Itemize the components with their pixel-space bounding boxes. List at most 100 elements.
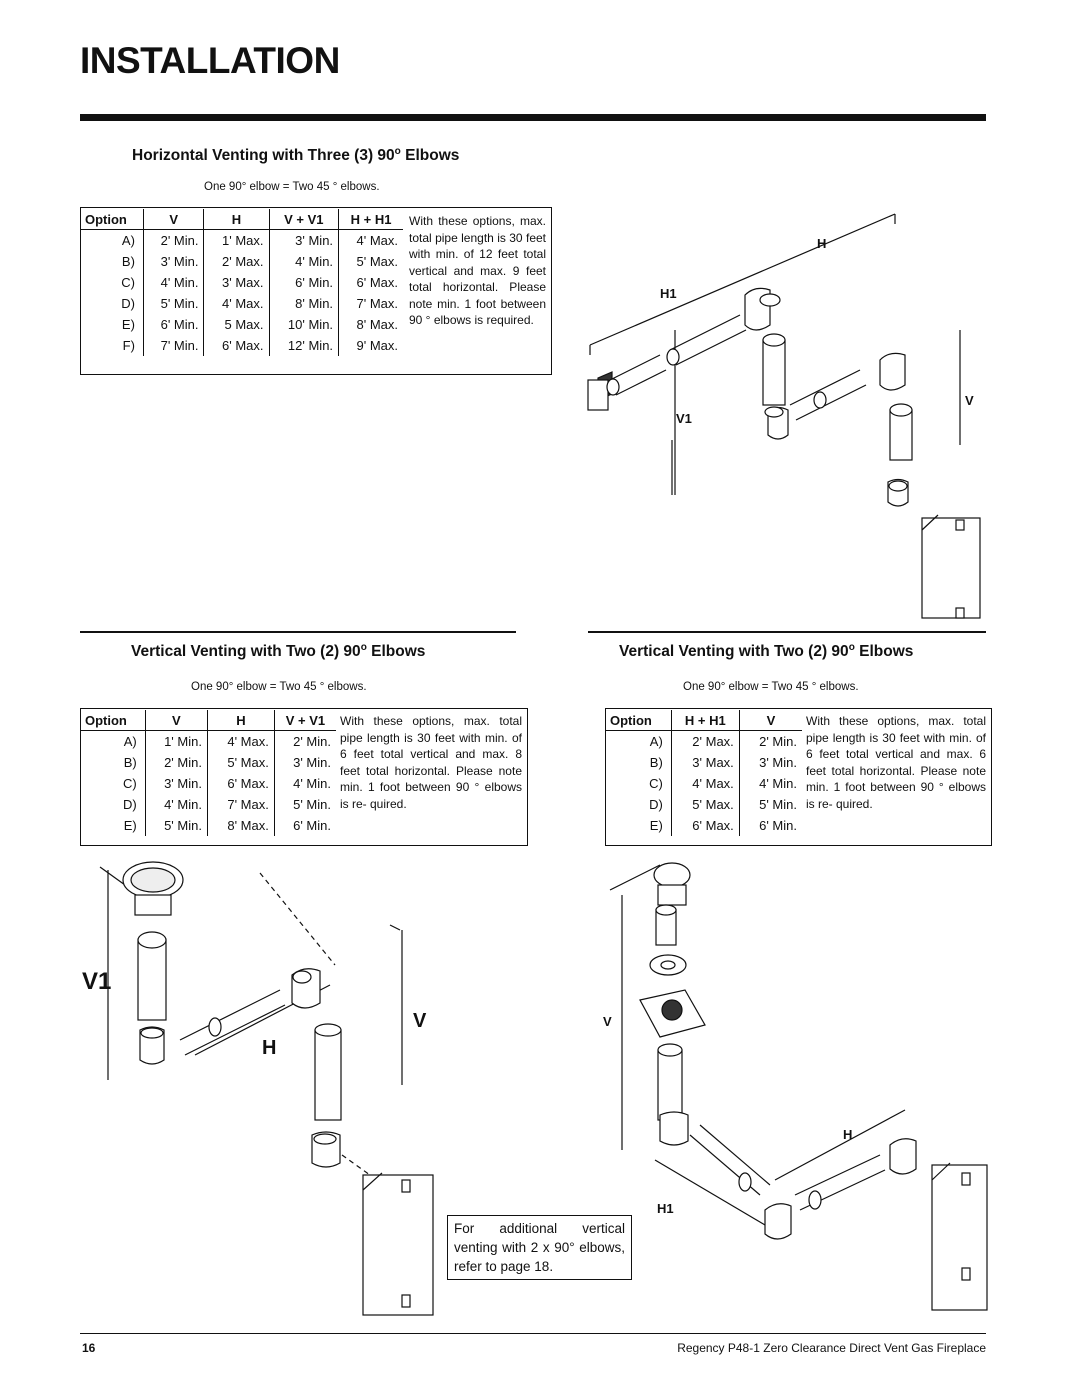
page-title: INSTALLATION bbox=[80, 40, 340, 81]
table-header-cell: H bbox=[207, 710, 275, 731]
table-row: D)5' Min.4' Max.8' Min. 7' Max. bbox=[81, 293, 403, 314]
table-cell: 2' Min. bbox=[143, 229, 205, 251]
table-row: D)5' Max. 5' Min. bbox=[606, 794, 802, 815]
table-cell: B) bbox=[81, 752, 146, 773]
table-cell: D) bbox=[606, 794, 672, 815]
table-cell: 2' Min. bbox=[145, 752, 208, 773]
table-cell: 12' Min. bbox=[269, 335, 340, 356]
table-cell: 2' Min. bbox=[293, 734, 331, 749]
section3-rule bbox=[588, 631, 986, 633]
section3-side-note: With these options, max. total pipe leng… bbox=[806, 714, 986, 811]
table-row: B)3' Max.3' Min. bbox=[606, 752, 802, 773]
table-header-cell: V + V1 bbox=[274, 710, 336, 731]
table-cell: E) bbox=[81, 314, 144, 335]
table-cell: 2' Max. bbox=[671, 730, 740, 752]
footer-rule bbox=[80, 1333, 986, 1334]
section2-rule bbox=[80, 631, 516, 633]
table-row: A)2' Max.2' Min. bbox=[606, 730, 802, 752]
section3-label-h1: H1 bbox=[657, 1201, 674, 1216]
table-cell: 5' Min. bbox=[293, 797, 331, 812]
table-cell: F) bbox=[81, 335, 144, 356]
section3-vent-diagram bbox=[609, 862, 988, 1311]
table-cell: 4' Min. bbox=[293, 776, 331, 791]
table-cell: 6' Min. bbox=[143, 314, 205, 335]
table-cell: 9' Max. bbox=[356, 338, 399, 353]
table-header-cell: Option bbox=[81, 209, 144, 230]
table-cell: 4' Min. bbox=[143, 272, 205, 293]
section3-table-box bbox=[605, 708, 992, 846]
section1-label-h: H bbox=[817, 236, 827, 251]
table-cell: 5' Min. bbox=[145, 815, 208, 836]
section1-title: Horizontal Venting with Three (3) 90o El… bbox=[132, 146, 460, 165]
table-cell: 2' Max. bbox=[203, 251, 270, 272]
table-row: D)4' Min.7' Max. 5' Min. bbox=[81, 794, 336, 815]
section1-side-note: With these options, max. total pipe leng… bbox=[409, 214, 546, 327]
table-cell: C) bbox=[81, 773, 146, 794]
table-header-cell: H + H1 bbox=[338, 209, 403, 230]
section2-label-h: H bbox=[262, 1037, 277, 1059]
table-cell: 4' Max. bbox=[356, 233, 399, 248]
section2-side-note: With these options, max. total pipe leng… bbox=[340, 714, 522, 811]
section3-elbow-note: One 90° elbow = Two 45 ° elbows. bbox=[683, 681, 859, 693]
section1-label-h1: H1 bbox=[660, 286, 677, 301]
table-cell: 5' Min. bbox=[759, 797, 797, 812]
section2-label-v1: V1 bbox=[82, 968, 112, 995]
table-cell: 7' Max. bbox=[356, 296, 399, 311]
table-cell: 5' Min. bbox=[143, 293, 205, 314]
table-header-cell: V + V1 bbox=[269, 209, 340, 230]
table-row: C)3' Min.6' Max.4' Min. bbox=[81, 773, 336, 794]
table-cell: 6' Max. bbox=[203, 335, 270, 356]
section2-table-box bbox=[80, 708, 528, 846]
table-row: C)4' Min.3' Max.6' Min.6' Max. bbox=[81, 272, 403, 293]
table-cell: D) bbox=[81, 293, 144, 314]
table-cell: C) bbox=[606, 773, 672, 794]
page-number: 16 bbox=[82, 1341, 96, 1355]
table-cell: 4' Min. bbox=[759, 776, 797, 791]
table-cell: 6' Min. bbox=[759, 818, 797, 833]
title-rule bbox=[80, 114, 986, 121]
table-header-cell: V bbox=[143, 209, 205, 230]
table-cell: 5' Max. bbox=[671, 794, 740, 815]
table-cell: 3' Min. bbox=[145, 773, 208, 794]
section2-title: Vertical Venting with Two (2) 90o Elbows bbox=[131, 642, 426, 661]
table-cell: 7' Min. bbox=[143, 335, 205, 356]
section2-elbow-note: One 90° elbow = Two 45 ° elbows. bbox=[191, 681, 367, 693]
table-cell: 3' Max. bbox=[671, 752, 740, 773]
table-cell: 3' Min. bbox=[293, 755, 331, 770]
table-cell: 4' Min. bbox=[145, 794, 208, 815]
table-cell: D) bbox=[81, 794, 146, 815]
table-cell: 5 Max. bbox=[203, 314, 270, 335]
section1-vent-diagram bbox=[587, 213, 981, 619]
footer-text: Regency P48-1 Zero Clearance Direct Vent… bbox=[677, 1341, 986, 1355]
table-cell: B) bbox=[81, 251, 144, 272]
table-cell: 4' Max. bbox=[203, 293, 270, 314]
table-cell: 5' Max. bbox=[356, 254, 399, 269]
table-header-cell: H + H1 bbox=[671, 710, 740, 731]
table-cell: 5' Max. bbox=[207, 752, 275, 773]
table-cell: 8' Min. bbox=[269, 293, 340, 314]
additional-venting-note: For additional vertical venting with 2 x… bbox=[447, 1215, 632, 1280]
table-header-cell: V bbox=[739, 710, 802, 731]
section2-vent-diagram bbox=[99, 861, 434, 1316]
table-row: F)7' Min.6' Max.12' Min. 9' Max. bbox=[81, 335, 403, 356]
table-row: E)6' Max.6' Min. bbox=[606, 815, 802, 836]
section1-table-box bbox=[80, 207, 552, 375]
table-cell: 1' Max. bbox=[203, 229, 270, 251]
section1-label-v: V bbox=[965, 393, 974, 408]
table-cell: 8' Max. bbox=[356, 317, 399, 332]
table-cell: C) bbox=[81, 272, 144, 293]
table-cell: 4' Min. bbox=[269, 251, 340, 272]
table-cell: E) bbox=[81, 815, 146, 836]
table-header-cell: V bbox=[145, 710, 208, 731]
table-row: E)5' Min.8' Max.6' Min. bbox=[81, 815, 336, 836]
section2-label-v: V bbox=[413, 1010, 427, 1032]
table-cell: 7' Max. bbox=[207, 794, 275, 815]
section3-title: Vertical Venting with Two (2) 90o Elbows bbox=[619, 642, 914, 661]
table-cell: 6' Min. bbox=[293, 818, 331, 833]
table-cell: 3' Min. bbox=[759, 755, 797, 770]
section1-label-v1: V1 bbox=[676, 411, 692, 426]
table-cell: 6' Max. bbox=[356, 275, 399, 290]
